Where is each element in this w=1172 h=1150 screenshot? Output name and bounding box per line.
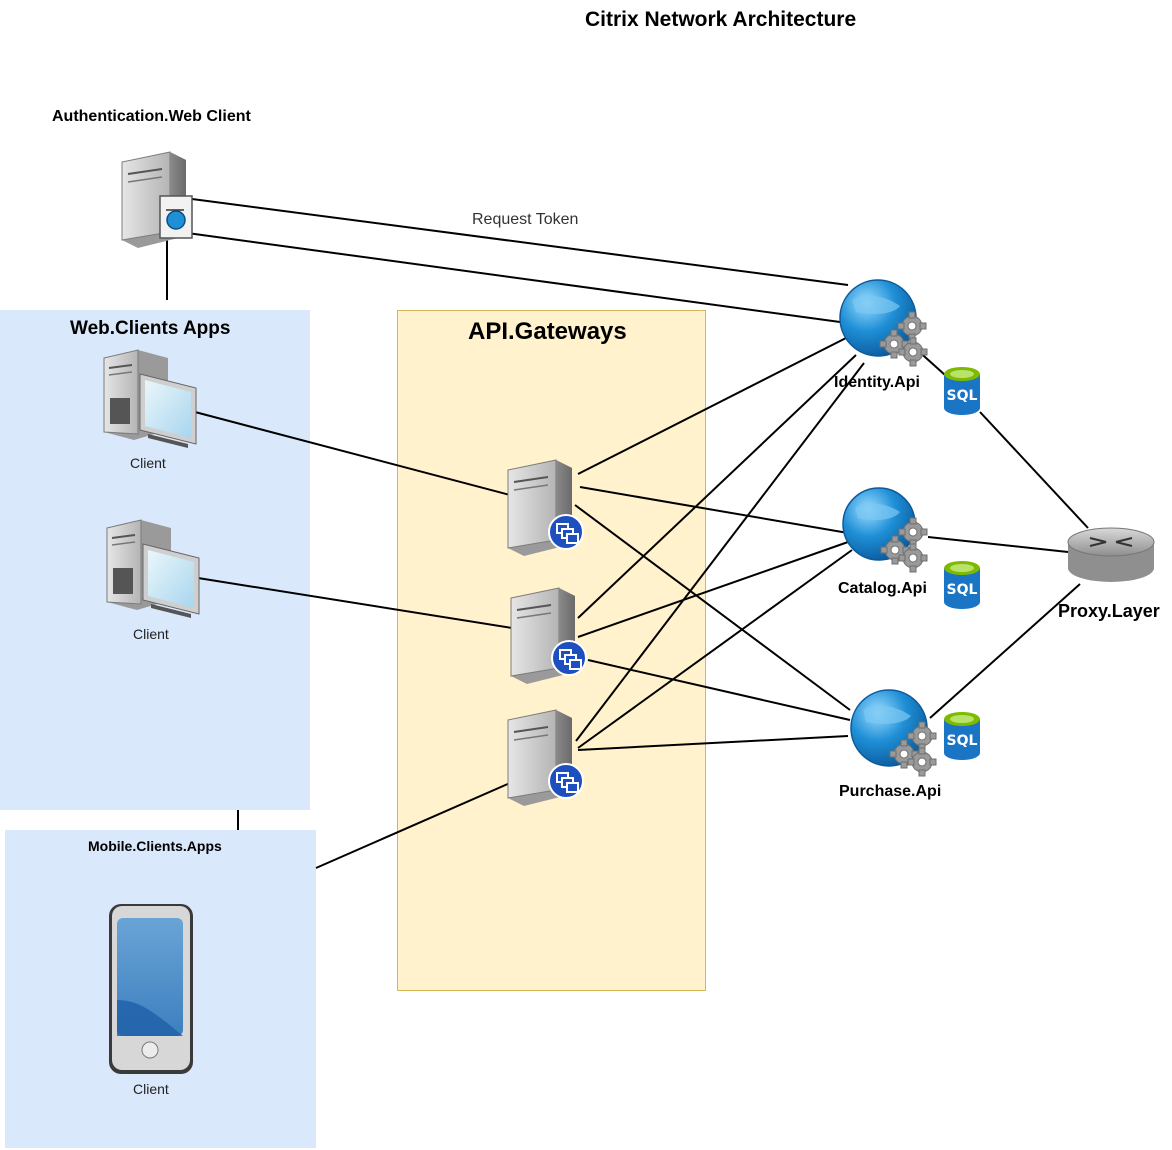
- mobile-client-label: Client: [133, 1081, 169, 1097]
- web-client-1-label: Client: [130, 455, 166, 471]
- purchase-sql-label: SQL: [947, 733, 978, 749]
- identity-sql-label: SQL: [947, 388, 978, 404]
- request-token-label: Request Token: [472, 211, 579, 228]
- catalog-sql-db[interactable]: SQL: [944, 561, 980, 609]
- gateway-3[interactable]: [507, 709, 584, 807]
- web-client-2-label: Client: [133, 626, 169, 642]
- identity-sql-db[interactable]: SQL: [944, 367, 980, 415]
- connectors: [166, 198, 1089, 869]
- auth-web-client-server[interactable]: [121, 151, 193, 249]
- edge-gw1-identity: [577, 337, 847, 475]
- edge-gw2-catalog: [577, 541, 849, 638]
- catalog-api-label: Catalog.Api: [838, 580, 927, 597]
- edge-auth-identity-lower: [179, 231, 841, 323]
- api-gateways-panel-title: API.Gateways: [468, 318, 627, 345]
- edge-gw1-catalog: [579, 486, 849, 534]
- catalog-sql-label: SQL: [947, 582, 978, 598]
- identity-api-node[interactable]: [839, 279, 928, 367]
- edge-client2-gw2: [197, 577, 513, 629]
- edge-gw2-identity: [577, 354, 857, 619]
- gateway-1[interactable]: [507, 459, 584, 557]
- catalog-api-node[interactable]: [842, 487, 928, 573]
- edge-gw1-purchase: [574, 504, 851, 711]
- edge-catalog-proxy: [927, 536, 1069, 553]
- edge-gw3-catalog: [577, 549, 853, 749]
- edge-client1-gw1: [194, 411, 511, 496]
- mobile-client-device[interactable]: [109, 904, 193, 1074]
- mobile-clients-panel-title: Mobile.Clients.Apps: [88, 838, 222, 854]
- edge-mobile-gw3: [315, 782, 511, 869]
- edge-identity-proxy: [979, 411, 1089, 529]
- edge-gw3-identity: [575, 362, 865, 742]
- edge-gw2-purchase: [587, 659, 851, 721]
- edge-purchase-proxy: [929, 583, 1081, 719]
- proxy-layer-label: Proxy.Layer: [1058, 601, 1160, 621]
- proxy-router[interactable]: [1067, 527, 1155, 582]
- purchase-api-label: Purchase.Api: [839, 783, 942, 800]
- auth-web-client-label: Authentication.Web Client: [52, 108, 251, 125]
- web-clients-panel-title: Web.Clients Apps: [70, 318, 231, 339]
- purchase-sql-db[interactable]: SQL: [944, 712, 980, 760]
- router-arrows-icon: [1089, 537, 1133, 547]
- identity-api-label: Identity.Api: [834, 374, 920, 391]
- edge-auth-identity-upper: [191, 198, 849, 286]
- diagram-title: Citrix Network Architecture: [585, 8, 857, 31]
- purchase-api-node[interactable]: [850, 689, 937, 777]
- edge-gw3-purchase: [577, 735, 849, 751]
- gateway-2[interactable]: [510, 587, 587, 685]
